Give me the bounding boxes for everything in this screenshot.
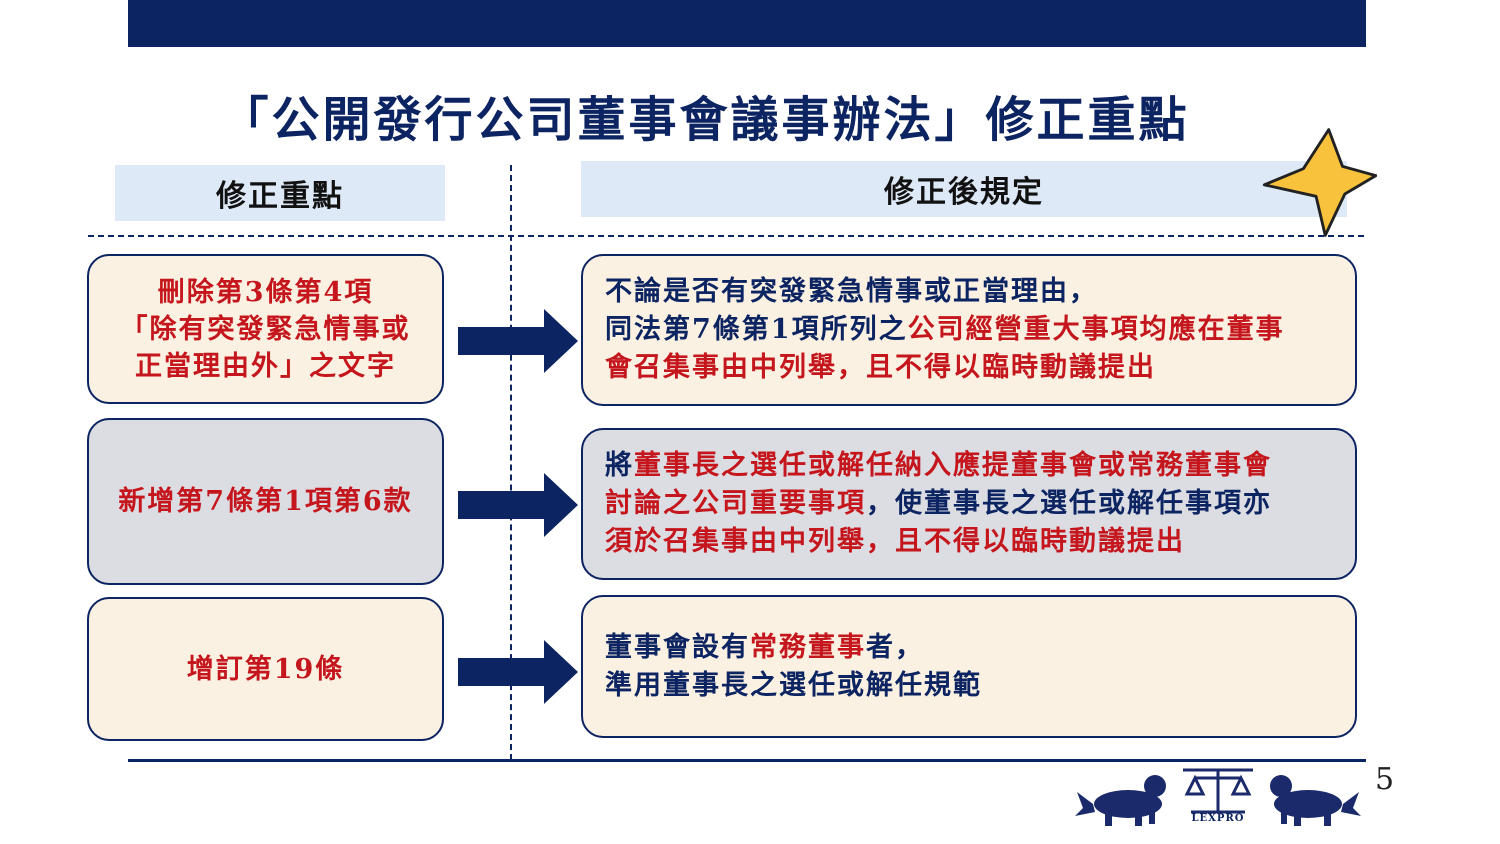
amended-rule-box-3: 董事會設有常務董事者， 準用董事長之選任或解任規範 [581, 595, 1357, 738]
amended-rule-text-1: 不論是否有突發緊急情事或正當理由， 同法第7條第1項所列之公司經營重大事項均應在… [605, 273, 1285, 387]
text-line: 討論之公司重要事項，使董事長之選任或解任事項亦 [605, 485, 1272, 523]
text-segment-highlight: 須於召集事由中列舉，且不得以臨時動議提出 [605, 526, 1185, 557]
text-line: 不論是否有突發緊急情事或正當理由， [605, 273, 1285, 311]
amendment-point-text-2: 新增第7條第1項第6款 [118, 483, 412, 520]
text-segment-highlight: 公司經營重大事項均 [907, 314, 1169, 345]
text-segment: 者， [866, 631, 924, 663]
amended-rule-box-2: 將董事長之選任或解任納入應提董事會或常務董事會 討論之公司重要事項，使董事長之選… [581, 428, 1357, 580]
lexpro-logo [1075, 768, 1361, 826]
amendment-point-box-3: 增訂第19條 [87, 597, 444, 741]
right-arrow-icon [458, 473, 578, 537]
amendment-point-text-3: 增訂第19條 [187, 651, 345, 688]
column-header-amendment-points: 修正重點 [115, 165, 445, 221]
footer-rule [128, 759, 1366, 762]
amended-rule-box-1: 不論是否有突發緊急情事或正當理由， 同法第7條第1項所列之公司經營重大事項均應在… [581, 254, 1357, 406]
text-segment: ，使董事長之選任或解任事項亦 [866, 488, 1272, 519]
text-line: 增訂第19條 [186, 653, 345, 685]
text-line: 準用董事長之選任或解任規範 [605, 667, 982, 705]
page-title: 「公開發行公司董事會議事辦法」修正重點 [220, 92, 1190, 148]
text-segment-highlight: 討論之公司重要事項 [605, 488, 866, 519]
text-line: 須於召集事由中列舉，且不得以臨時動議提出 [605, 523, 1272, 561]
text-segment: 同法第7條第1項所列之 [605, 314, 908, 345]
amendment-point-box-1: 刪除第3條第4項 「除有突發緊急情事或 正當理由外」之文字 [87, 254, 444, 404]
text-line: 會召集事由中列舉，且不得以臨時動議提出 [605, 349, 1285, 387]
amended-rule-text-2: 將董事長之選任或解任納入應提董事會或常務董事會 討論之公司重要事項，使董事長之選… [605, 447, 1272, 561]
top-bar [128, 0, 1366, 47]
text-segment: 董事會設有 [605, 631, 750, 663]
text-line: 正當理由外」之文字 [135, 350, 396, 382]
column-divider [510, 165, 512, 760]
text-line: 新增第7條第1項第6款 [118, 486, 413, 517]
amendment-point-text-1: 刪除第3條第4項 「除有突發緊急情事或 正當理由外」之文字 [121, 274, 411, 385]
amendment-point-box-2: 新增第7條第1項第6款 [87, 418, 444, 585]
header-divider [88, 235, 1364, 237]
text-segment-highlight: 應在董事 [1168, 314, 1285, 345]
text-segment: 準用董事長之選任或解任規範 [605, 669, 982, 701]
text-segment-highlight: 常務董事 [750, 631, 866, 663]
text-segment: 將 [605, 450, 634, 481]
page-number: 5 [1375, 762, 1395, 797]
right-arrow-icon [458, 640, 578, 704]
text-line: 同法第7條第1項所列之公司經營重大事項均應在董事 [605, 311, 1285, 349]
text-line: 將董事長之選任或解任納入應提董事會或常務董事會 [605, 447, 1272, 485]
text-line: 董事會設有常務董事者， [605, 629, 982, 667]
star-icon [1262, 128, 1377, 237]
text-line: 刪除第3條第4項 [157, 276, 374, 308]
column-header-amended-rules: 修正後規定 [581, 161, 1347, 217]
amended-rule-text-3: 董事會設有常務董事者， 準用董事長之選任或解任規範 [605, 629, 982, 705]
text-line: 「除有突發緊急情事或 [120, 313, 411, 345]
right-arrow-icon [458, 309, 578, 373]
text-segment-highlight: 董事長之選任或解任納入應提董事會或常務董事會 [634, 450, 1272, 481]
text-segment-highlight: 會召集事由中列舉，且不得以臨時動議提出 [605, 352, 1156, 383]
logo-text: LEXPRO [1191, 813, 1245, 824]
text-segment: 不論是否有突發緊急情事或正當理由， [605, 276, 1098, 307]
